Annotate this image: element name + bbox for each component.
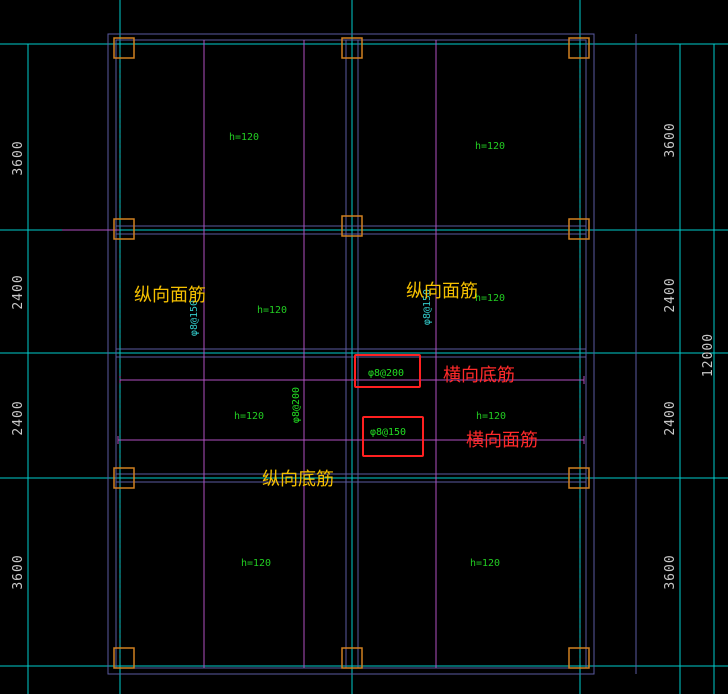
column [113,218,135,240]
dim-total: 12000 [701,333,716,377]
slab-thickness-label: h=120 [234,411,264,422]
highlight-box-transverse-bottom [354,354,421,388]
slab-thickness-label: h=120 [475,141,505,152]
slab-thickness-label: h=120 [241,558,271,569]
axis-center-lines [119,48,581,660]
rebar-spec-vertical-left: φ8@150 [189,300,200,336]
rebar-spec-transverse-bottom: φ8@200 [368,368,404,379]
rebar-spec-vertical-right: φ8@150 [422,289,433,325]
dim-right-2: 2400 [663,277,678,312]
column [113,467,135,489]
column [341,647,363,669]
dimension-ticks [20,43,722,667]
slab-thickness-label: h=120 [229,132,259,143]
rebar-lines [62,40,585,668]
dim-left-4: 3600 [11,554,26,589]
slab-thickness-label: h=120 [475,293,505,304]
label-longitudinal-top-right: 纵向面筋 [406,281,478,302]
label-longitudinal-bottom: 纵向底筋 [262,469,334,490]
columns [113,37,590,669]
dim-right-1: 3600 [663,122,678,157]
column [113,37,135,59]
slab-thickness-label: h=120 [476,411,506,422]
column [568,218,590,240]
slab-thickness-label: h=120 [470,558,500,569]
dim-right-3: 2400 [663,400,678,435]
dim-left-2: 2400 [11,274,26,309]
highlight-box-transverse-top [362,416,424,457]
column [341,37,363,59]
dim-right-4: 3600 [663,554,678,589]
column [568,647,590,669]
label-longitudinal-top-left: 纵向面筋 [134,285,206,306]
column [568,37,590,59]
rebar-spec-vertical-mid: φ8@200 [291,387,302,423]
slab-thickness-label: h=120 [257,305,287,316]
dim-left-1: 3600 [11,140,26,175]
column [113,647,135,669]
rebar-spec-transverse-top: φ8@150 [370,427,406,438]
column [341,215,363,237]
column [568,467,590,489]
label-transverse-top: 横向面筋 [466,430,538,451]
label-transverse-bottom: 横向底筋 [443,365,515,386]
dim-left-3: 2400 [11,400,26,435]
